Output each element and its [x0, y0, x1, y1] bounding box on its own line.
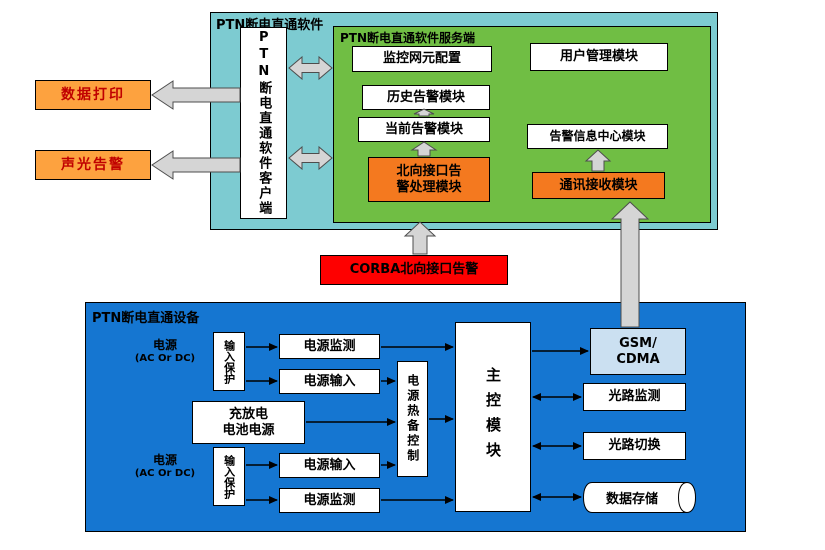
server-title: PTN断电直通软件服务端 [340, 31, 476, 45]
input-protect-bottom-box: 输入保护 [213, 447, 245, 506]
data-storage-cylinder [583, 482, 696, 513]
power-source-top-type: (AC Or DC) [134, 353, 196, 364]
device-title: PTN断电直通设备 [92, 311, 200, 326]
hot-backup-box: 电源热备控制 [397, 361, 428, 477]
current-alarm-box: 当前告警模块 [358, 117, 490, 142]
input-protect-top-box: 输入保护 [213, 332, 245, 391]
monitor-config-box: 监控网元配置 [352, 46, 492, 72]
power-input-bottom-box: 电源输入 [279, 453, 380, 478]
power-monitor-top-box: 电源监测 [279, 334, 380, 359]
comm-receive-box: 通讯接收模块 [532, 172, 665, 199]
optical-switch-box: 光路切换 [583, 432, 686, 460]
user-mgmt-box: 用户管理模块 [530, 43, 668, 71]
power-source-top-text: 电源 [152, 338, 177, 352]
power-monitor-bottom-box: 电源监测 [279, 488, 380, 513]
power-source-bottom-text: 电源 [152, 453, 177, 467]
history-alarm-box: 历史告警模块 [362, 85, 490, 110]
sound-light-alarm-box: 声光告警 [35, 150, 151, 180]
client-box: PTN断电直通软件客户端 [240, 27, 287, 219]
main-control-box: 主控模块 [455, 322, 531, 512]
data-storage-label: 数据存储 [605, 492, 658, 507]
power-source-label-bottom: 电源 (AC Or DC) [118, 451, 212, 479]
power-input-top-box: 电源输入 [279, 369, 380, 394]
optical-monitor-box: 光路监测 [583, 383, 686, 411]
power-source-bottom-type: (AC Or DC) [134, 468, 196, 479]
data-print-box: 数据打印 [35, 80, 151, 110]
power-source-label-top: 电源 (AC Or DC) [118, 336, 212, 364]
northbound-alarm-box: 北向接口告 警处理模块 [368, 157, 490, 202]
corba-northbound-box: CORBA北向接口告警 [320, 255, 508, 285]
alarm-info-center-box: 告警信息中心模块 [527, 124, 668, 149]
gsm-cdma-box: GSM/ CDMA [590, 328, 686, 375]
battery-box: 充放电 电池电源 [192, 401, 305, 444]
data-storage-rim [677, 482, 688, 513]
